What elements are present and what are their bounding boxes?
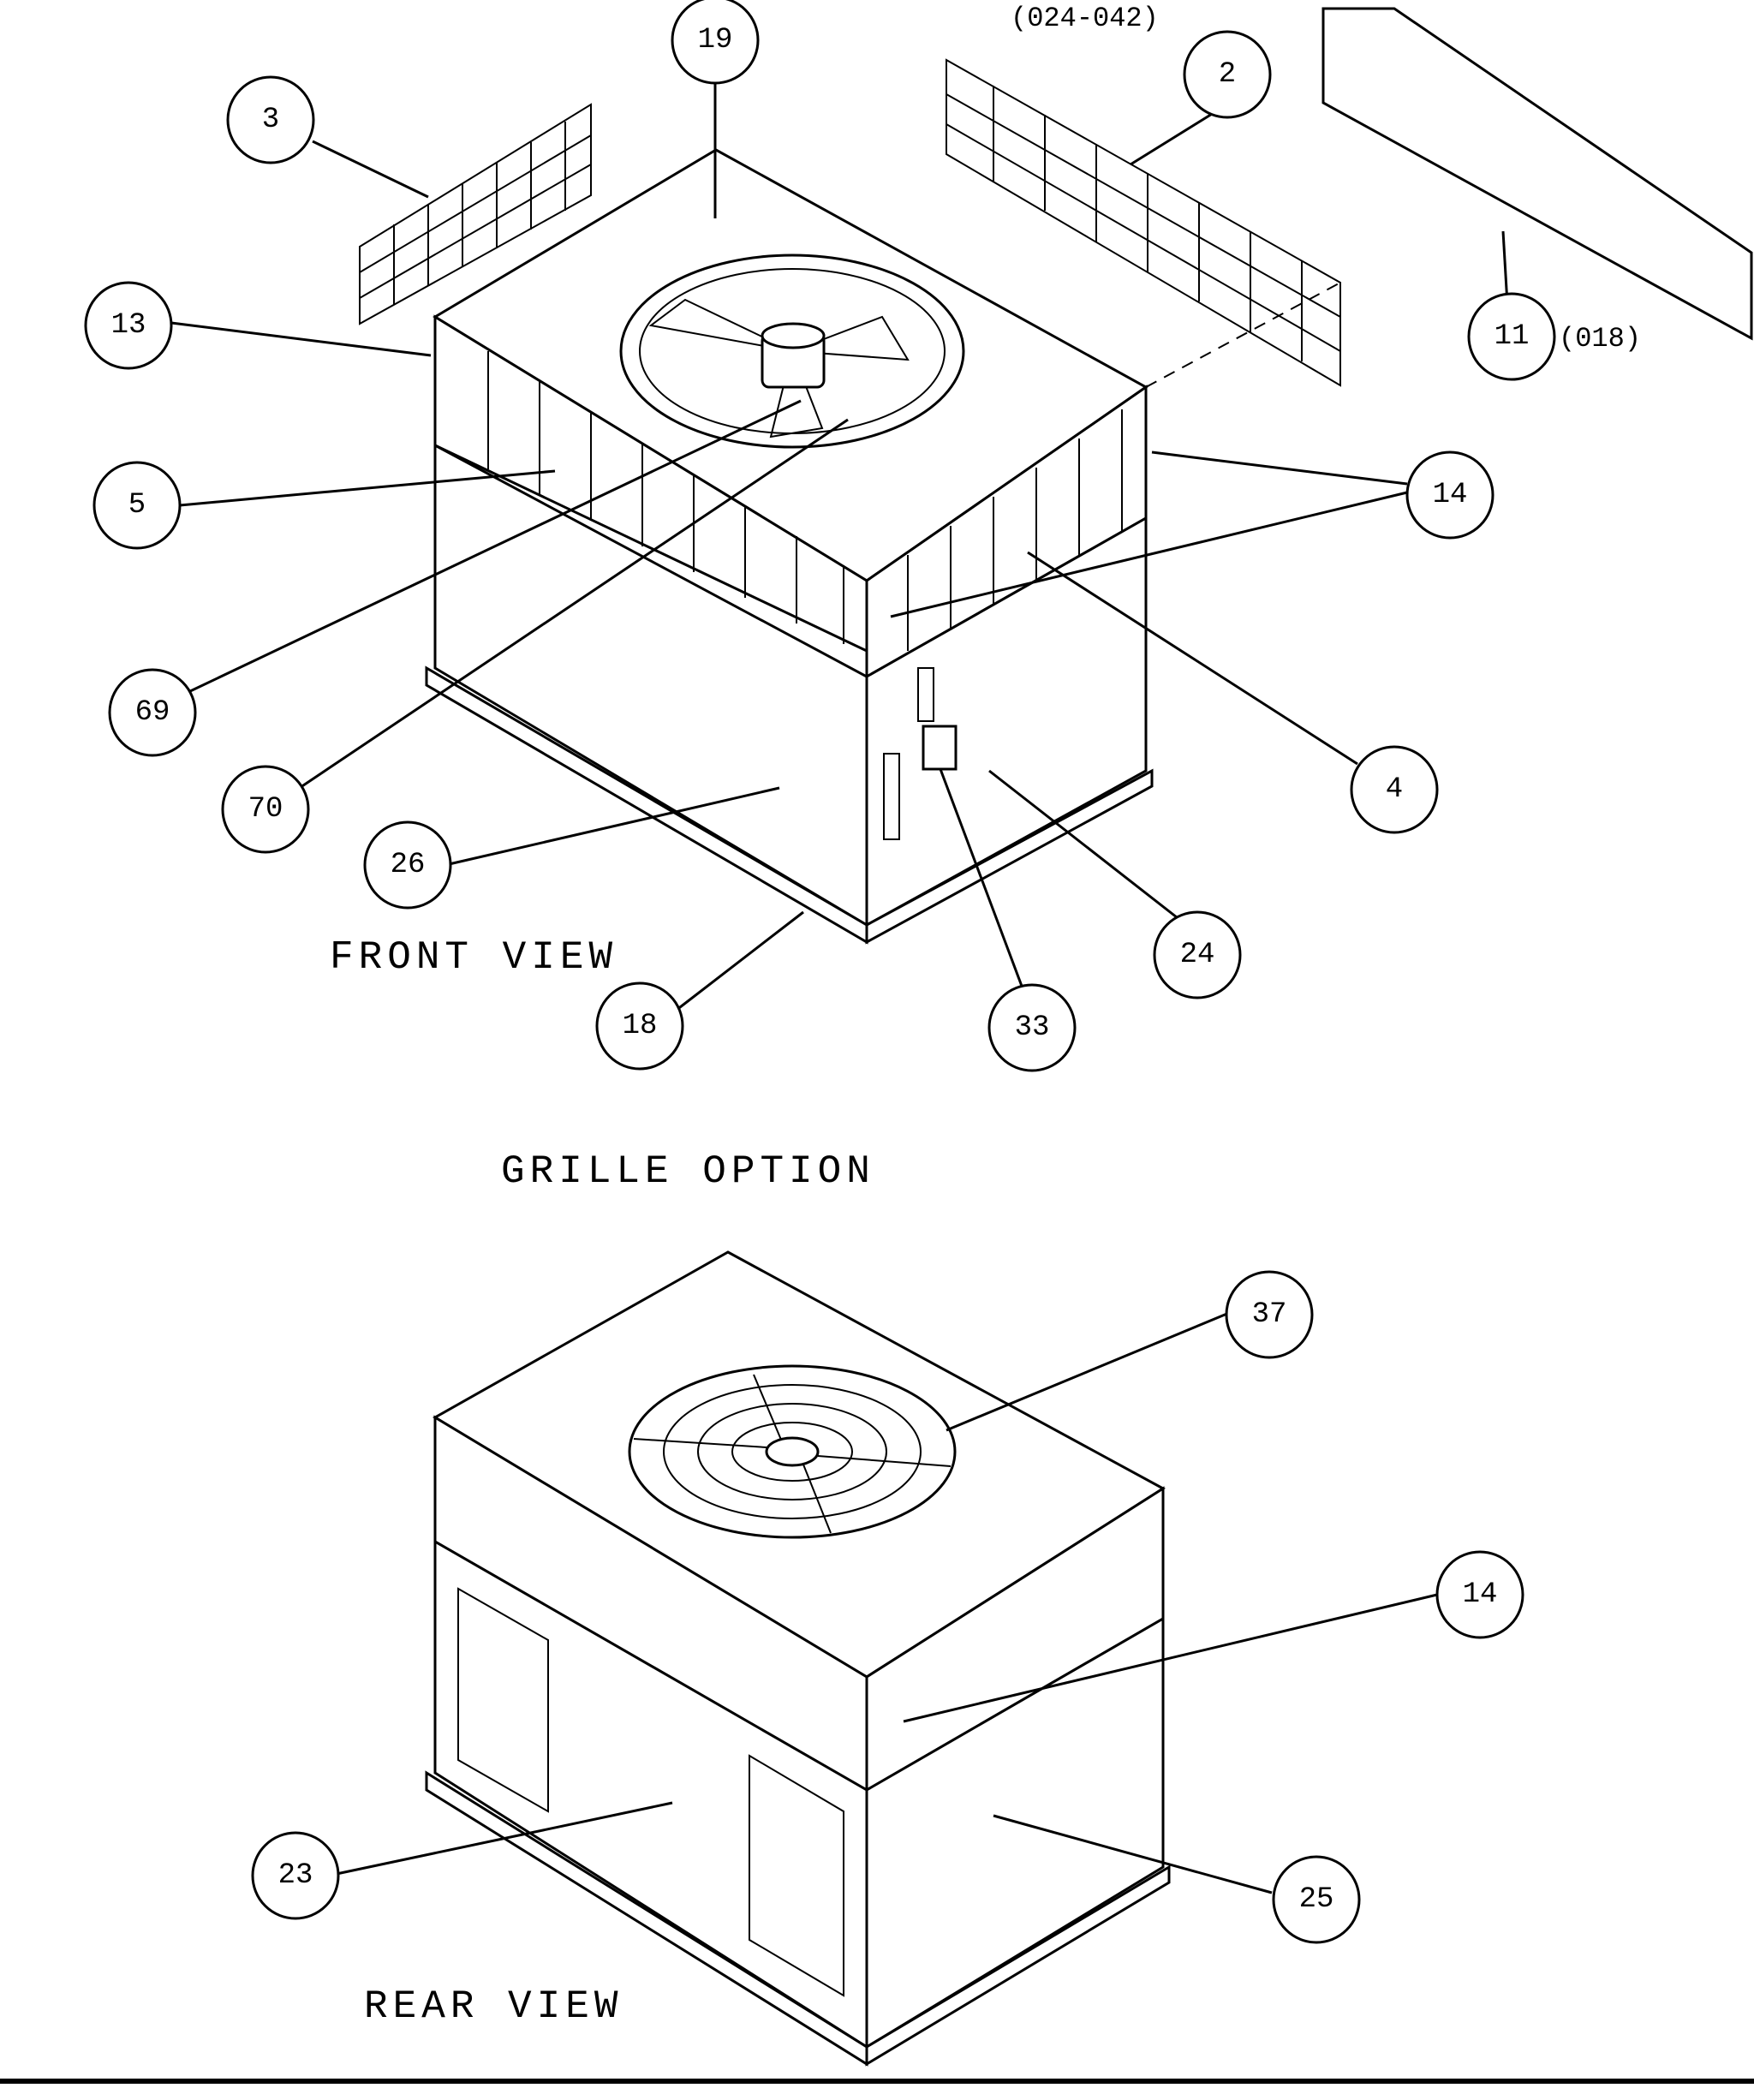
grille-3 [359,103,592,325]
callout-25: 25 [1272,1855,1361,1944]
fan-guard-ring-2 [697,1403,887,1500]
note-024-042: (024-042) [1011,3,1159,34]
svg-text:5: 5 [128,489,146,522]
callout-24: 24 [1153,910,1242,999]
fan-guard-spokes [633,1374,952,1534]
louver-left [883,753,900,840]
fan-guard-ring-3 [731,1422,853,1482]
callout-26: 26 [363,820,452,910]
side-panel-25 [865,1616,1165,2049]
callout-11: 11 [1467,292,1556,381]
svg-text:24: 24 [1180,939,1215,971]
panel-11 [1321,7,1753,341]
callout-2: 2 [1183,30,1272,119]
side-panel-24 [865,516,1148,928]
callout-33: 33 [987,983,1077,1072]
fan-guard-ring-1 [663,1384,922,1519]
louver-top [917,667,934,722]
svg-text:14: 14 [1433,479,1468,511]
svg-text:70: 70 [248,793,283,826]
callout-14-front: 14 [1405,450,1494,540]
callout-13: 13 [84,281,173,370]
rear-unit [425,1250,1171,2067]
callout-18: 18 [595,981,684,1071]
fan-motor-cap [761,322,826,349]
caption-rear-view: REAR VIEW [364,1984,623,2029]
svg-text:13: 13 [111,309,146,342]
svg-text:3: 3 [262,104,279,136]
svg-text:19: 19 [698,24,733,57]
svg-text:14: 14 [1463,1578,1498,1611]
callout-23: 23 [251,1831,340,1920]
control-box-33 [922,725,958,771]
callout-4: 4 [1350,745,1439,834]
rear-opening-left [457,1587,549,1813]
callout-37: 37 [1225,1270,1314,1359]
svg-text:11: 11 [1494,320,1530,353]
callout-69: 69 [108,668,197,757]
front-coil-grille [487,351,1123,651]
front-unit [425,148,1154,945]
callout-3: 3 [226,75,315,164]
svg-text:23: 23 [278,1859,313,1892]
callout-70: 70 [221,765,310,854]
fan-guard-hub [765,1436,820,1467]
svg-text:37: 37 [1252,1298,1287,1331]
rear-opening-right [749,1754,844,1997]
fan-blade-69 [648,298,910,438]
callout-14-rear: 14 [1435,1550,1524,1639]
caption-grille-option: GRILLE OPTION [501,1149,875,1194]
rear-base-pan-right [865,1864,1171,2067]
caption-front-view: FRONT VIEW [330,935,617,980]
callout-19: 19 [671,0,760,85]
svg-text:26: 26 [391,849,426,881]
svg-text:69: 69 [135,696,170,729]
svg-text:33: 33 [1015,1011,1050,1044]
leader-lines [164,77,1509,1894]
note-018: (018) [1559,323,1641,355]
svg-text:2: 2 [1219,58,1236,91]
dash-line [1145,282,1341,388]
bottom-rule [0,2079,1754,2084]
svg-text:4: 4 [1386,773,1403,806]
grille-2 [946,58,1341,387]
svg-text:18: 18 [623,1010,658,1042]
svg-text:25: 25 [1299,1883,1334,1916]
callout-5: 5 [92,461,182,550]
